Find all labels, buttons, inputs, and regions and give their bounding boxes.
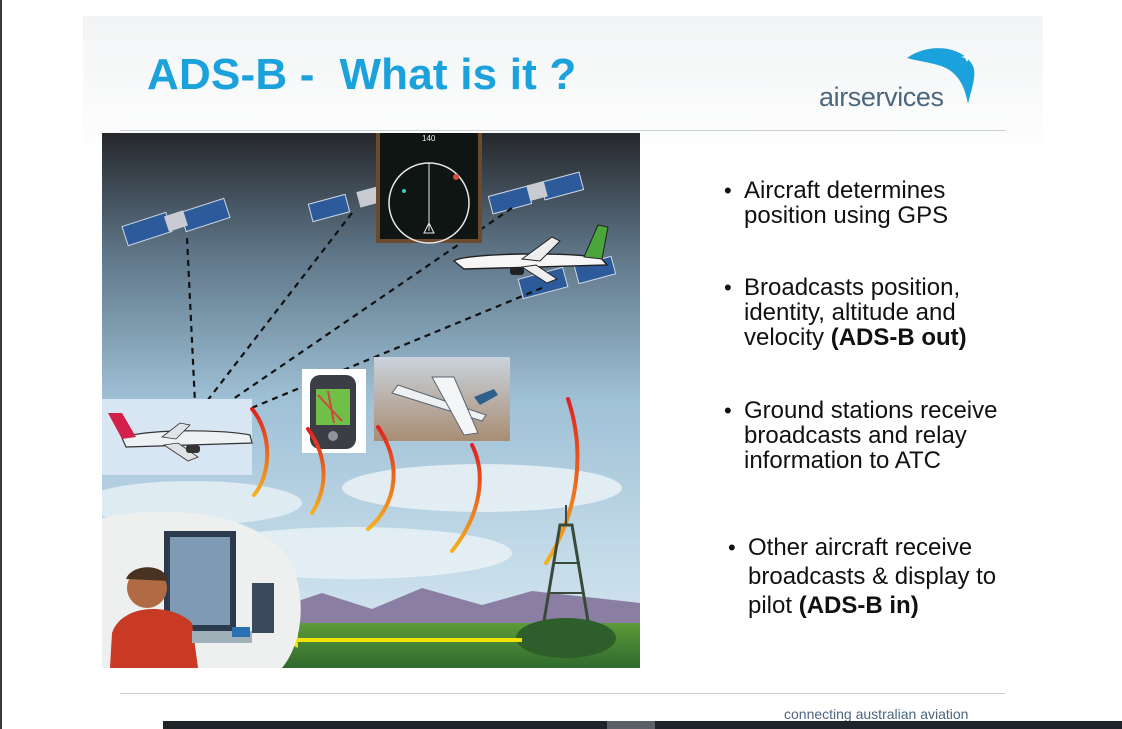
- airliner-icon: [102, 399, 253, 475]
- bullet-adsb-in: • Other aircraft receive broadcasts & di…: [728, 534, 997, 619]
- bullet-ground-stations: • Ground stations receive broadcasts and…: [724, 397, 998, 474]
- bullet-gps: • Aircraft determines position using GPS: [724, 177, 949, 229]
- bullet-list: • Aircraft determines position using GPS…: [721, 16, 1041, 716]
- adsb-illustration: 140: [102, 133, 640, 668]
- adsb-diagram: 140: [102, 133, 640, 668]
- satellite-icon: [307, 186, 382, 223]
- ground-station-tower-icon: [516, 505, 616, 658]
- scrollbar-thumb[interactable]: [607, 721, 655, 729]
- slide: ADS-B - What is it ? airservices: [83, 16, 1043, 722]
- light-aircraft-image: [374, 357, 510, 441]
- boomerang-swoosh-icon: [907, 48, 975, 104]
- header-divider: [120, 130, 1005, 131]
- atc-controller-image: [102, 511, 301, 668]
- satellite-icon: [121, 197, 231, 247]
- slide-title: ADS-B - What is it ?: [147, 50, 577, 99]
- cockpit-heading-label: 140: [422, 134, 436, 143]
- bullet-adsb-out: • Broadcasts position, identity, altitud…: [724, 274, 967, 351]
- logo-text: airservices: [819, 82, 944, 112]
- viewer-bottom-bar: [163, 721, 1122, 729]
- airliner-icon: [452, 224, 609, 284]
- cockpit-display-image: 140: [376, 133, 482, 244]
- airservices-logo: airservices: [819, 44, 979, 114]
- handheld-gps-image: [302, 369, 366, 453]
- footer-tagline: connecting australian aviation: [784, 706, 969, 722]
- broadcast-waves: [250, 397, 580, 565]
- window-frame-edge: [0, 0, 2, 729]
- satellite-icon: [487, 171, 585, 215]
- footer-divider: [120, 693, 1005, 694]
